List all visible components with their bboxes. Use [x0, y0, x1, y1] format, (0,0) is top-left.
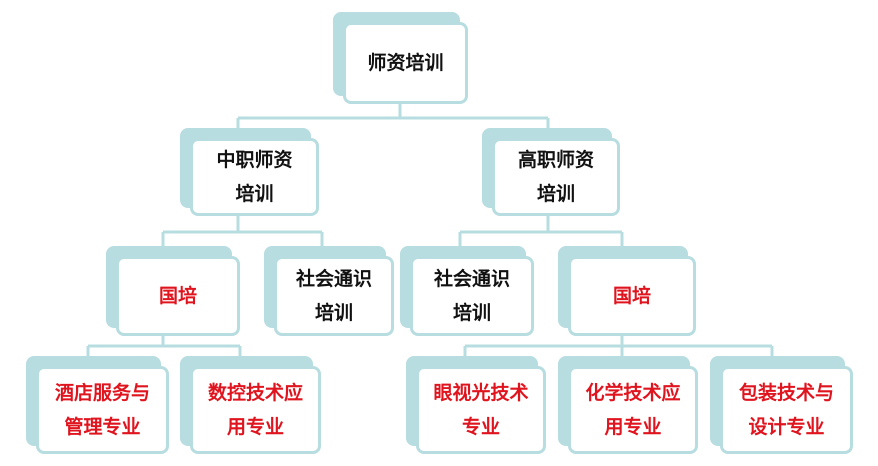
packaging-node: 包装技术与 设计专业	[710, 356, 853, 454]
node-label: 眼视光技术 专业	[416, 366, 546, 454]
zhongzhi-shehui-node: 社会通识 培训	[264, 246, 394, 336]
node-label: 中职师资 培训	[190, 138, 319, 216]
node-label: 数控技术应 用专业	[190, 366, 321, 454]
gaozhi-node: 高职师资 培训	[482, 128, 620, 216]
node-label: 国培	[116, 256, 240, 336]
root-node: 师资培训	[333, 12, 468, 104]
hotel-node: 酒店服务与 管理专业	[26, 356, 169, 454]
node-label: 师资培训	[343, 22, 468, 104]
node-label: 化学技术应 用专业	[568, 366, 698, 454]
gaozhi-shehui-node: 社会通识 培训	[400, 246, 534, 336]
zhongzhi-guopei-node: 国培	[106, 246, 240, 336]
node-label: 社会通识 培训	[274, 256, 394, 336]
node-label: 酒店服务与 管理专业	[36, 366, 169, 454]
node-label: 包装技术与 设计专业	[720, 366, 853, 454]
chemistry-node: 化学技术应 用专业	[558, 356, 698, 454]
node-label: 社会通识 培训	[410, 256, 534, 336]
gaozhi-guopei-node: 国培	[558, 246, 696, 336]
node-label: 国培	[568, 256, 696, 336]
cnc-node: 数控技术应 用专业	[180, 356, 321, 454]
node-label: 高职师资 培训	[492, 138, 620, 216]
zhongzhi-node: 中职师资 培训	[180, 128, 319, 216]
optometry-node: 眼视光技术 专业	[406, 356, 546, 454]
